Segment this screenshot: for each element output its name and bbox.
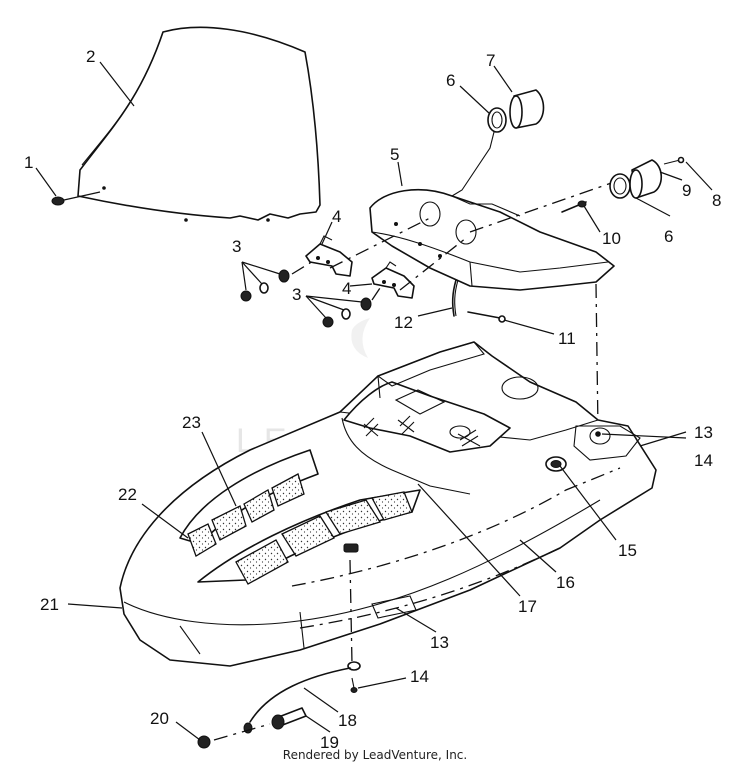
- gauge-upper: [451, 89, 545, 197]
- callout-2: 2: [86, 47, 95, 66]
- callout-6: 6: [446, 71, 455, 90]
- wire-harness-12: [451, 279, 459, 317]
- callout-22: 22: [118, 485, 137, 504]
- callout-14b: 14: [410, 667, 429, 686]
- hardware-set-upper: [240, 257, 319, 302]
- callout-labels: 1 2 3 3 4 4 5 6 6 7 8 9 10 11 12 13 13 1…: [24, 47, 721, 752]
- callout-18: 18: [338, 711, 357, 730]
- callout-4: 4: [332, 207, 341, 226]
- bolt-19: [213, 707, 307, 741]
- callout-10: 10: [602, 229, 621, 248]
- instrument-pod: [329, 179, 621, 291]
- nut-20: [197, 735, 211, 749]
- callout-5: 5: [390, 145, 399, 164]
- callout-16: 16: [556, 573, 575, 592]
- callout-3b: 3: [292, 285, 301, 304]
- screw-14-lower: [350, 677, 358, 693]
- callout-11: 11: [558, 329, 576, 348]
- screw-1: [51, 191, 101, 206]
- callout-20: 20: [150, 709, 169, 728]
- alignment-line: [595, 283, 599, 431]
- callout-9: 9: [682, 181, 691, 200]
- callout-21: 21: [40, 595, 59, 614]
- callout-6b: 6: [664, 227, 673, 246]
- screw-11: [467, 311, 506, 323]
- callout-4b: 4: [342, 279, 351, 298]
- callout-15: 15: [618, 541, 637, 560]
- footer-credit: Rendered by LeadVenture, Inc.: [282, 748, 468, 762]
- hardware-set-lower: [305, 287, 381, 328]
- gauge-right: [609, 156, 685, 199]
- callout-17: 17: [518, 597, 537, 616]
- leader-lines: [35, 61, 713, 741]
- callout-7: 7: [486, 51, 495, 70]
- callout-3: 3: [232, 237, 241, 256]
- watermark-logo: [351, 318, 370, 358]
- bulb-socket: [561, 200, 587, 213]
- bracket-upper: [305, 235, 353, 277]
- windshield: [77, 26, 321, 222]
- callout-19: 19: [320, 733, 339, 752]
- hood: [119, 341, 657, 667]
- bracket-lower: [371, 261, 415, 299]
- callout-8: 8: [712, 191, 721, 210]
- callout-13: 13: [694, 423, 713, 442]
- callout-13b: 13: [430, 633, 449, 652]
- callout-12: 12: [394, 313, 413, 332]
- callout-14: 14: [694, 451, 713, 470]
- callout-1: 1: [24, 153, 33, 172]
- callout-23: 23: [182, 413, 201, 432]
